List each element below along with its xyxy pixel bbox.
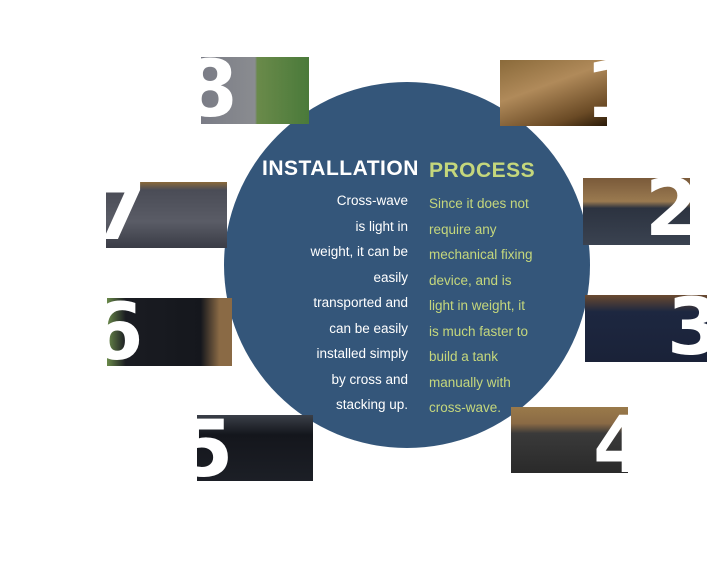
process-title: PROCESS <box>429 159 536 182</box>
step-number: 6 <box>107 298 144 366</box>
text-line: easily <box>373 269 408 285</box>
text-line: light in weight, it <box>429 298 526 313</box>
step-number: 7 <box>106 182 147 248</box>
text-line: cross-wave. <box>429 400 502 415</box>
step-number: 3 <box>667 295 707 362</box>
installation-text: Cross-wave is light in weight, it can be… <box>290 188 408 418</box>
step-6-photo: 6 <box>107 298 232 366</box>
process-text: Since it does not require any mechanical… <box>429 191 549 421</box>
text-line: Cross-wave <box>336 193 408 208</box>
text-line: transported and <box>313 295 408 310</box>
text-line: manually with <box>429 374 511 390</box>
text-line: Since it does not <box>429 196 529 211</box>
text-line: is much faster to <box>429 323 529 339</box>
step-8-photo: 8 <box>201 57 309 124</box>
step-3-photo: 3 <box>585 295 707 362</box>
step-number: 2 <box>645 178 690 245</box>
text-line: is light in <box>355 218 408 234</box>
step-5-photo: 5 <box>197 415 313 481</box>
step-1-photo: 1 <box>500 60 607 126</box>
text-line: stacking up. <box>335 397 408 412</box>
text-line: mechanical fixing <box>429 247 533 262</box>
text-line: weight, it can be <box>310 244 408 259</box>
text-line: can be easily <box>329 320 408 336</box>
text-line: require any <box>429 221 497 237</box>
text-line: device, and is <box>429 272 512 288</box>
step-number: 1 <box>585 60 607 126</box>
step-7-photo: 7 <box>106 182 227 248</box>
text-line: by cross and <box>331 371 408 387</box>
center-circle <box>224 82 590 448</box>
step-number: 8 <box>201 57 238 124</box>
text-line: build a tank <box>429 349 499 364</box>
step-number: 5 <box>197 415 234 481</box>
step-4-photo: 4 <box>511 407 628 473</box>
installation-title: INSTALLATION <box>262 157 419 180</box>
text-line: installed simply <box>316 346 408 361</box>
step-2-photo: 2 <box>583 178 690 245</box>
step-number: 4 <box>593 407 628 473</box>
